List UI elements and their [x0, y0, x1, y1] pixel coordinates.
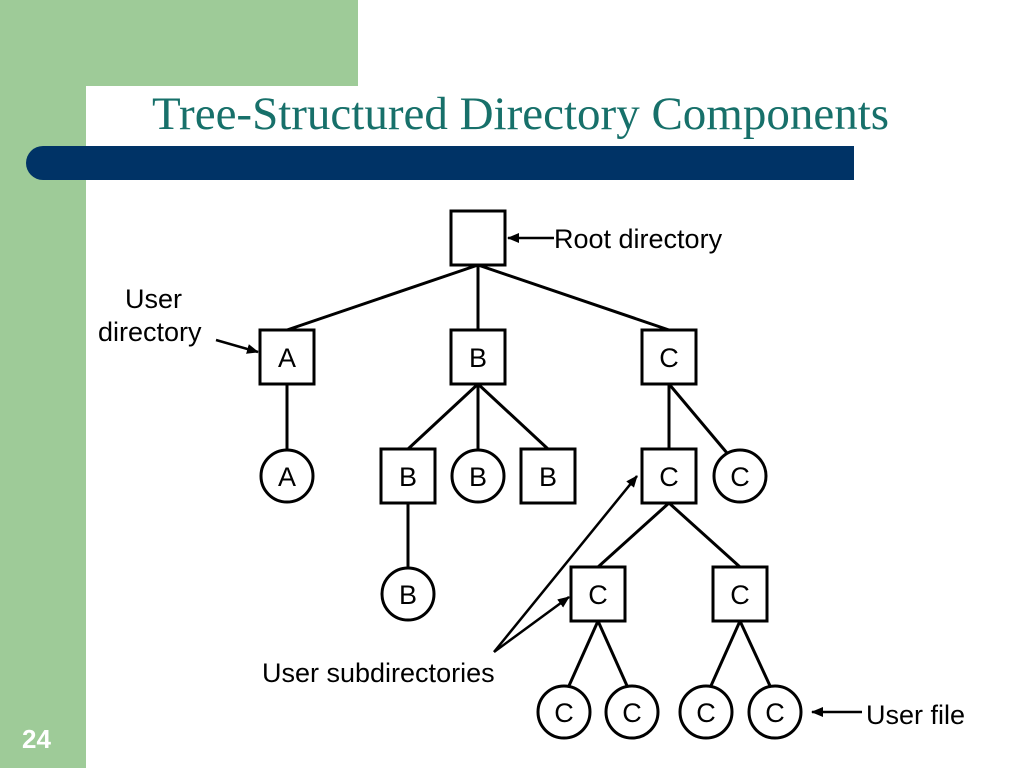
file-c11-2: C	[604, 684, 660, 740]
file-c11-1: C	[536, 684, 592, 740]
left-accent-band	[0, 0, 86, 768]
user-subdirectories-label: User subdirectories	[262, 658, 495, 688]
title-underline-bar	[26, 146, 854, 180]
directory-box	[258, 328, 316, 386]
node-label: C	[659, 343, 679, 373]
edge-c1-c12	[667, 501, 742, 569]
node-label: C	[554, 698, 574, 728]
slide-number: 24	[22, 724, 51, 754]
subdirectory-b1: B	[379, 447, 437, 505]
file-circle	[747, 684, 803, 740]
directory-box	[640, 447, 698, 505]
directory-box	[711, 565, 769, 623]
node-label: B	[539, 462, 557, 492]
subdirectory-b3: B	[519, 447, 577, 505]
file-circle	[259, 448, 315, 504]
user-directory-a: A	[258, 328, 316, 386]
slide-title: Tree-Structured Directory Components	[152, 88, 890, 140]
node-label: C	[730, 462, 750, 492]
content-panel	[86, 86, 1024, 768]
user-file-label: User file	[866, 700, 965, 730]
edge-b-b1	[406, 382, 480, 451]
file-b1: B	[380, 566, 436, 622]
edge-b-b3	[476, 382, 550, 451]
file-circle	[380, 566, 436, 622]
subdirectory-c1: C	[640, 447, 698, 505]
edge-c12-f2	[738, 620, 773, 689]
node-label: C	[622, 698, 642, 728]
user-directory-b: B	[449, 328, 507, 386]
edge-c11-f2	[596, 620, 630, 689]
node-label: A	[278, 343, 296, 373]
user-directory-c: C	[640, 328, 698, 386]
node-label: C	[765, 698, 785, 728]
edge-c1-c11	[596, 501, 671, 569]
directory-box	[449, 328, 507, 386]
subdirectory-arrow-lower	[493, 595, 570, 654]
edge-c11-f1	[566, 620, 600, 689]
node-label: C	[730, 580, 750, 610]
top-accent-band	[0, 0, 358, 86]
subdirectory-arrow-upper	[493, 475, 638, 653]
file-b: B	[450, 448, 506, 504]
user-directory-label-line2: directory	[98, 317, 202, 347]
node-label: C	[659, 462, 679, 492]
subdirectory-c12: C	[711, 565, 769, 623]
tree-edges	[285, 263, 773, 689]
node-label: B	[469, 462, 487, 492]
file-c12-1: C	[678, 684, 734, 740]
file-circle	[450, 448, 506, 504]
node-label: A	[278, 462, 296, 492]
tree-nodes: A B C A B B B B C C C C C C C C	[258, 209, 803, 740]
file-c: C	[712, 448, 768, 504]
node-label: B	[469, 343, 487, 373]
directory-box	[640, 328, 698, 386]
node-label: B	[399, 580, 417, 610]
edge-c12-f1	[708, 620, 742, 689]
subdirectory-c11: C	[569, 565, 627, 623]
root-directory-node	[449, 209, 507, 267]
edge-c-c2	[667, 383, 729, 454]
user-directory-arrow	[215, 338, 259, 354]
node-label: C	[696, 698, 716, 728]
directory-box	[569, 565, 627, 623]
directory-box	[519, 447, 577, 505]
file-circle	[712, 448, 768, 504]
edge-root-c	[477, 263, 670, 332]
diagram-annotations: Root directory User directory User subdi…	[98, 224, 965, 730]
user-directory-label-line1: User	[125, 284, 182, 314]
node-label: B	[399, 462, 417, 492]
file-c12-2: C	[747, 684, 803, 740]
file-circle	[536, 684, 592, 740]
file-circle	[678, 684, 734, 740]
directory-box	[449, 209, 507, 267]
file-circle	[604, 684, 660, 740]
file-a: A	[259, 448, 315, 504]
node-label: C	[588, 580, 608, 610]
directory-box	[379, 447, 437, 505]
edge-root-a	[286, 263, 479, 332]
root-directory-label: Root directory	[554, 224, 723, 254]
